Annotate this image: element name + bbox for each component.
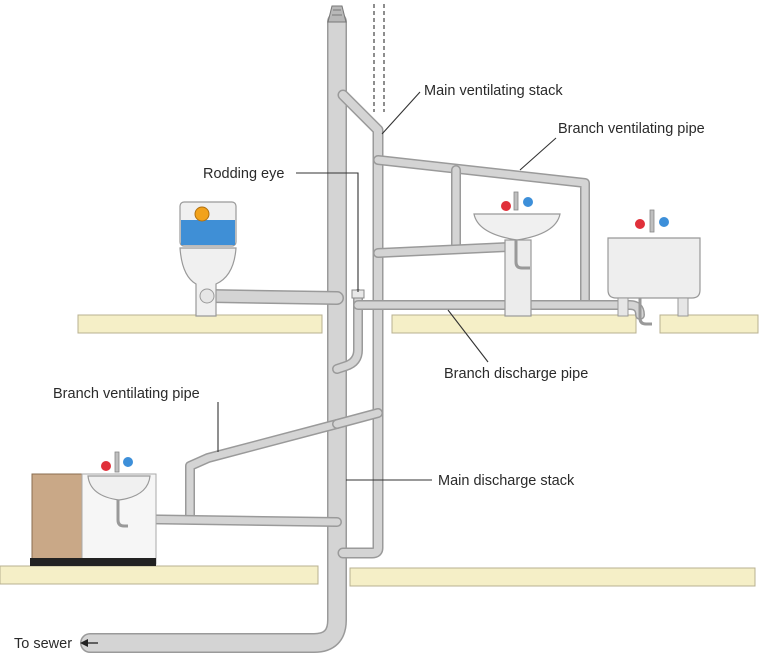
cabinet xyxy=(31,473,83,565)
label-branch-ventilating-pipe-lower: Branch ventilating pipe xyxy=(53,386,200,402)
leader-branch-discharge xyxy=(447,309,489,363)
leader-branch-ventilating-upper xyxy=(519,137,557,171)
label-rodding-eye: Rodding eye xyxy=(203,166,284,182)
float-ball-icon xyxy=(194,206,210,222)
to-sewer-arrow-icon xyxy=(80,639,98,647)
label-main-discharge-stack: Main discharge stack xyxy=(438,473,575,489)
ground-floor-left xyxy=(0,565,319,585)
labels: Main ventilating stack Branch ventilatin… xyxy=(14,83,705,652)
leader-rodding-eye xyxy=(296,172,359,292)
wc-pan xyxy=(179,247,237,317)
pipework xyxy=(80,4,645,653)
label-main-ventilating-stack: Main ventilating stack xyxy=(424,83,563,99)
cold-tap-icon xyxy=(523,197,533,207)
lower-branch-ventilating-pipe xyxy=(185,419,342,523)
cistern-water xyxy=(181,220,235,245)
upper-floor-right xyxy=(659,314,759,334)
cold-tap-icon xyxy=(659,217,669,227)
label-branch-discharge-pipe: Branch discharge pipe xyxy=(444,366,588,382)
floors xyxy=(0,314,759,587)
vent-cowl xyxy=(327,5,347,23)
basin-pedestal xyxy=(504,239,532,317)
cold-tap-icon xyxy=(123,457,133,467)
bath xyxy=(607,209,701,326)
upper-floor-left xyxy=(77,314,323,334)
upper-floor-middle xyxy=(391,314,637,334)
label-to-sewer: To sewer xyxy=(14,636,72,652)
lower-sink-unit xyxy=(30,451,157,566)
hot-tap-icon xyxy=(635,219,645,229)
leader-main-ventilating-stack xyxy=(381,91,421,135)
upper-wash-basin xyxy=(473,191,561,317)
ground-floor-right xyxy=(349,567,756,587)
hot-tap-icon xyxy=(501,201,511,211)
label-branch-ventilating-pipe-upper: Branch ventilating pipe xyxy=(558,121,705,137)
wc-toilet xyxy=(179,201,237,317)
hot-tap-icon xyxy=(101,461,111,471)
leader-lines xyxy=(217,91,557,481)
